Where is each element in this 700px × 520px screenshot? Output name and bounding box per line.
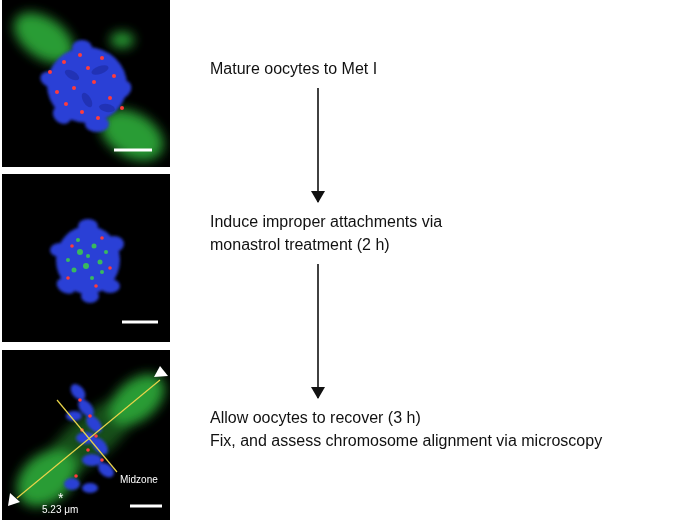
recovered-spindle-micrograph	[2, 350, 170, 520]
step-description: Allow oocytes to recover (3 h)	[210, 406, 607, 429]
step-text: Allow oocytes to recover (3 h)Fix, and a…	[210, 406, 607, 452]
step-text: Mature oocytes to Met I	[210, 57, 382, 80]
dimension-label: 5.23 μm	[42, 504, 78, 516]
region-label: Midzone	[120, 474, 158, 486]
step-text: Induce improper attachments via monastro…	[210, 210, 447, 256]
flow-arrow	[317, 264, 319, 398]
step-description: Induce improper attachments via monastro…	[210, 210, 447, 256]
step-description: Fix, and assess chromosome alignment via…	[210, 429, 607, 452]
monastrol-micrograph	[2, 174, 170, 342]
step-description: Mature oocytes to Met I	[210, 57, 382, 80]
flow-arrow	[317, 88, 319, 202]
metaphase-micrograph	[2, 0, 170, 167]
